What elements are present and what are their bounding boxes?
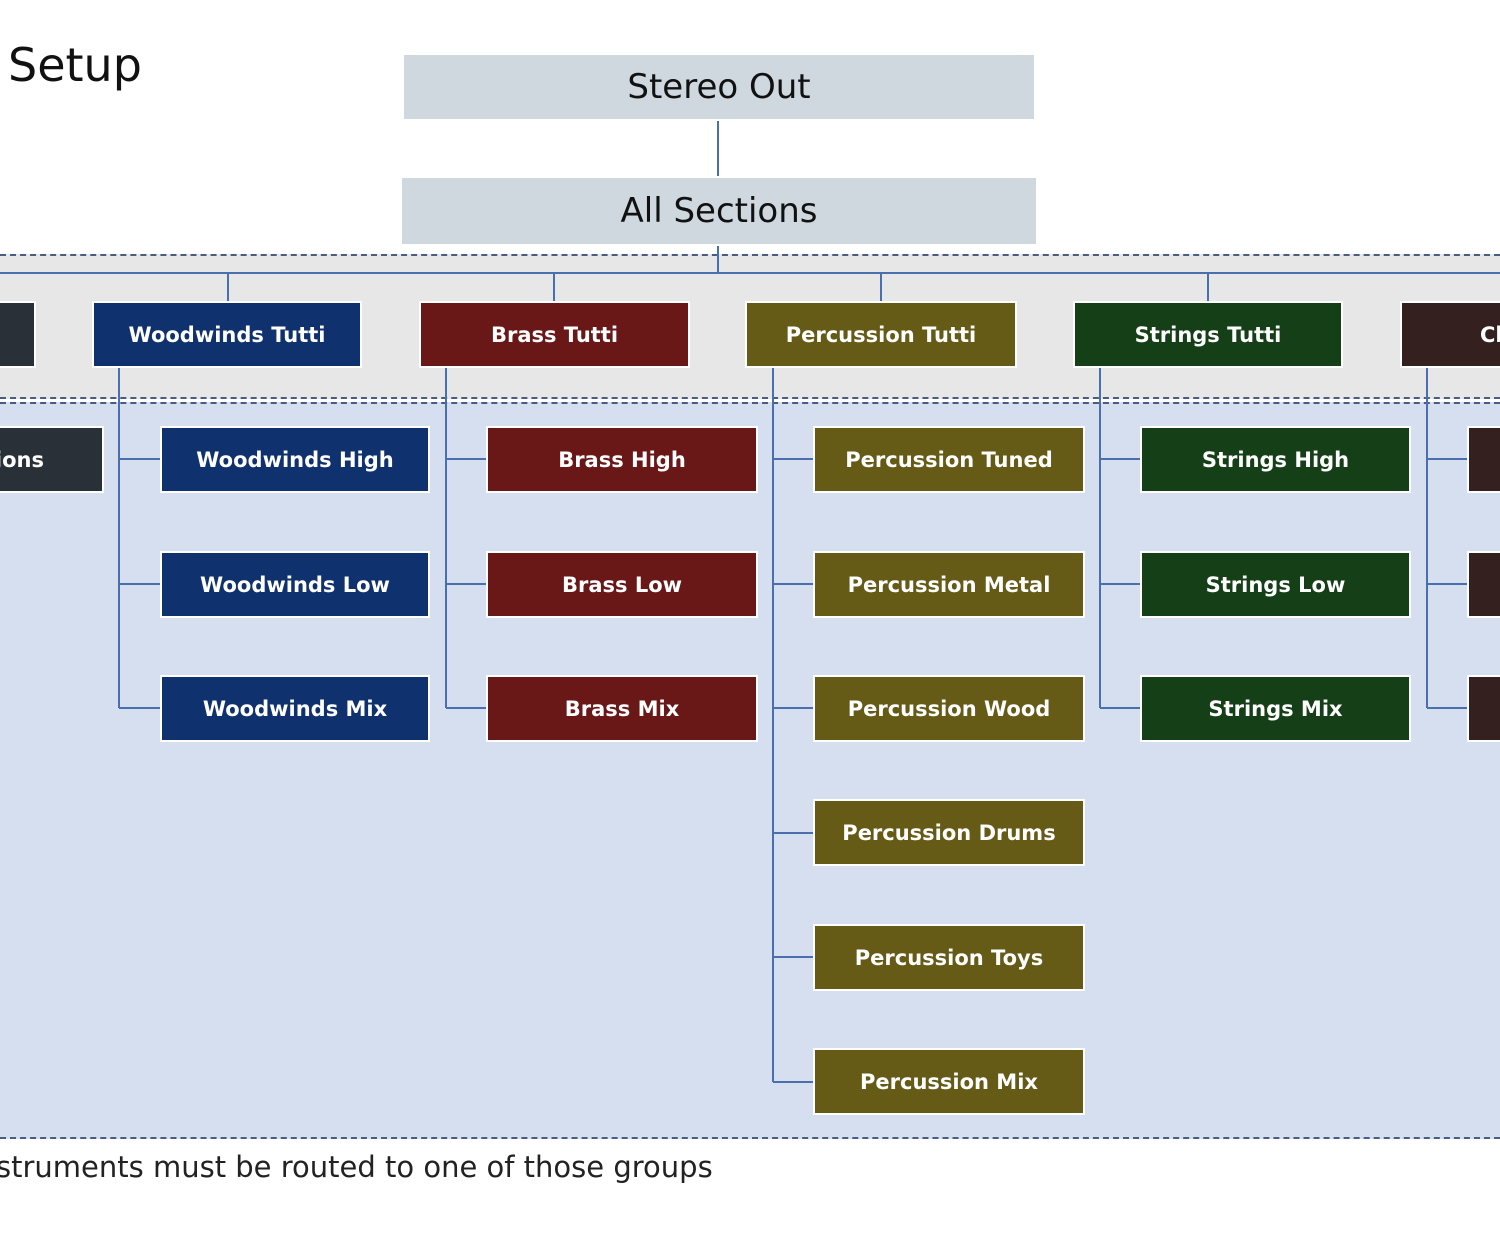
woodwinds-tutti-node[interactable]: Woodwinds Tutti [92, 301, 362, 368]
percussion-wood-node[interactable]: Percussion Wood [813, 675, 1085, 742]
choir-sub-node-partial-1[interactable] [1467, 426, 1500, 493]
strings-high-node[interactable]: Strings High [1140, 426, 1411, 493]
all-sections-node[interactable]: All Sections [400, 176, 1038, 246]
woodwinds-low-node[interactable]: Woodwinds Low [160, 551, 430, 618]
choir-sub-node-partial-2[interactable] [1467, 551, 1500, 618]
page-title: Setup [8, 38, 142, 92]
footnote-text: struments must be routed to one of those… [0, 1150, 713, 1184]
tutti-node-partial-left[interactable] [0, 301, 36, 368]
percussion-drums-node[interactable]: Percussion Drums [813, 799, 1085, 866]
brass-low-node[interactable]: Brass Low [486, 551, 758, 618]
woodwinds-mix-node[interactable]: Woodwinds Mix [160, 675, 430, 742]
percussion-metal-node[interactable]: Percussion Metal [813, 551, 1085, 618]
choir-tutti-node-partial[interactable]: Ch [1400, 301, 1500, 368]
strings-mix-node[interactable]: Strings Mix [1140, 675, 1411, 742]
woodwinds-high-node[interactable]: Woodwinds High [160, 426, 430, 493]
percussion-toys-node[interactable]: Percussion Toys [813, 924, 1085, 991]
percussion-tutti-node[interactable]: Percussion Tutti [745, 301, 1017, 368]
percussion-mix-node[interactable]: Percussion Mix [813, 1048, 1085, 1115]
sub-node-partial-left[interactable]: tions [0, 426, 104, 493]
strings-low-node[interactable]: Strings Low [1140, 551, 1411, 618]
brass-tutti-node[interactable]: Brass Tutti [419, 301, 690, 368]
choir-sub-node-partial-3[interactable] [1467, 675, 1500, 742]
brass-high-node[interactable]: Brass High [486, 426, 758, 493]
brass-mix-node[interactable]: Brass Mix [486, 675, 758, 742]
stereo-out-node[interactable]: Stereo Out [402, 53, 1036, 121]
subgroup-band [0, 402, 1500, 1139]
strings-tutti-node[interactable]: Strings Tutti [1073, 301, 1343, 368]
percussion-tuned-node[interactable]: Percussion Tuned [813, 426, 1085, 493]
